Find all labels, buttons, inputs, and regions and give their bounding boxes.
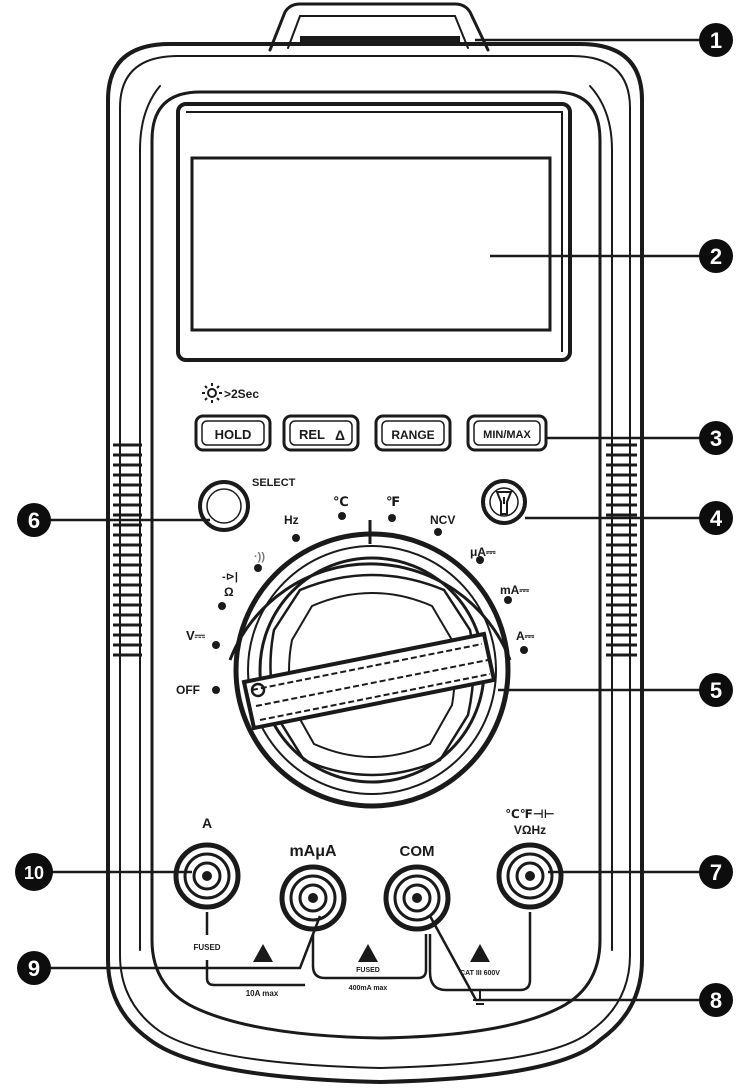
- front-panel: [150, 90, 602, 1040]
- dial-label-ua: μA⎓: [470, 545, 496, 559]
- jack-a[interactable]: [173, 842, 241, 910]
- dial-label-a: A⎓: [516, 629, 535, 643]
- dial-pointer: [241, 631, 497, 731]
- delta-icon: Δ: [335, 427, 345, 443]
- jack-volt[interactable]: [496, 842, 564, 910]
- callout-5-number: 5: [710, 678, 722, 703]
- range-button-label: RANGE: [391, 428, 434, 442]
- callout-10-number: 10: [24, 863, 44, 883]
- backlight-duration: >2Sec: [224, 387, 259, 401]
- callout-5: 5: [699, 673, 733, 707]
- jack-maua-label: mAμA: [289, 843, 337, 860]
- backlight-hint: >2Sec: [202, 383, 259, 403]
- callout-3-number: 3: [710, 426, 722, 451]
- jack-volt-label-top: ℃℉⊣⊢: [505, 807, 555, 821]
- warning-icon-1: [253, 944, 273, 962]
- dial-label-off: OFF: [176, 683, 200, 697]
- warning-icon-2: [358, 944, 378, 962]
- callout-4-number: 4: [710, 506, 723, 531]
- dial-label-ncv: NCV: [430, 513, 455, 527]
- jack-com[interactable]: [383, 864, 451, 932]
- dial-label-hz: Hz: [284, 513, 299, 527]
- callout-9: 9: [17, 951, 51, 985]
- fused-label-ma: FUSED: [356, 967, 380, 974]
- outer-casing: [106, 42, 644, 1085]
- rotary-selector[interactable]: [233, 531, 511, 809]
- callout-1: 1: [699, 23, 733, 57]
- callout-9-number: 9: [28, 956, 40, 981]
- fused-label-a: FUSED: [193, 943, 220, 952]
- dial-label-celsius: ℃: [333, 494, 349, 509]
- callout-8-number: 8: [710, 988, 722, 1013]
- dial-position-dots: [212, 512, 528, 694]
- dial-label-ohm: Ω: [224, 585, 234, 599]
- jack-a-label: A: [202, 815, 212, 831]
- rel-button[interactable]: REL Δ: [282, 414, 360, 452]
- callout-2-number: 2: [710, 244, 722, 269]
- dial-label-ma: mA⎓: [500, 583, 529, 597]
- minmax-button-label: MIN/MAX: [483, 429, 531, 441]
- hold-button-label: HOLD: [215, 427, 252, 442]
- meter-body: [106, 2, 644, 1085]
- lcd-display: [176, 102, 572, 362]
- callout-10: 10: [15, 853, 53, 891]
- dial-label-continuity: ·)): [254, 551, 265, 563]
- dial-labels: Hz ℃ ℉ NCV μA⎓ mA⎓ A⎓ ·)) -⊳| Ω V⎓ OFF: [176, 494, 535, 697]
- callout-7-number: 7: [710, 860, 722, 885]
- callout-3: 3: [699, 421, 733, 455]
- hold-button[interactable]: HOLD: [194, 414, 272, 452]
- right-grip: [606, 443, 637, 657]
- warning-icon-3: [470, 944, 490, 962]
- sun-icon: [202, 383, 222, 403]
- jack-brackets: [205, 912, 532, 992]
- callout-2: 2: [699, 239, 733, 273]
- cat-rating-label: CAT III 600V: [460, 970, 500, 977]
- jack-volt-label-bottom: VΩHz: [514, 823, 546, 837]
- range-button[interactable]: RANGE: [374, 414, 452, 452]
- rating-labels: FUSED FUSED 10A max 400mA max CAT III 60…: [193, 943, 500, 998]
- dial-label-v: V⎓: [186, 628, 206, 643]
- select-button[interactable]: [198, 480, 250, 532]
- hanger-tab: [268, 2, 490, 52]
- select-label: SELECT: [252, 477, 296, 489]
- flashlight-button[interactable]: [481, 479, 527, 525]
- rel-button-label: REL: [299, 427, 325, 442]
- minmax-button[interactable]: MIN/MAX: [466, 414, 548, 452]
- jack-maua[interactable]: [279, 864, 347, 932]
- callout-leaders: [44, 38, 704, 1002]
- callout-7: 7: [699, 855, 733, 889]
- dial-label-fahrenheit: ℉: [386, 494, 400, 509]
- left-grip: [113, 443, 142, 657]
- callout-4: 4: [699, 501, 733, 535]
- jack-com-label: COM: [400, 843, 435, 860]
- callout-6-number: 6: [28, 508, 40, 533]
- callout-8: 8: [699, 983, 733, 1017]
- flashlight-icon: [495, 491, 513, 515]
- max-a-label: 10A max: [246, 989, 279, 998]
- dial-label-diode: -⊳|: [222, 571, 238, 583]
- callout-6: 6: [17, 503, 51, 537]
- max-ma-label: 400mA max: [349, 985, 388, 992]
- jack-labels: A mAμA COM ℃℉⊣⊢ VΩHz: [202, 807, 555, 860]
- callout-1-number: 1: [710, 28, 722, 53]
